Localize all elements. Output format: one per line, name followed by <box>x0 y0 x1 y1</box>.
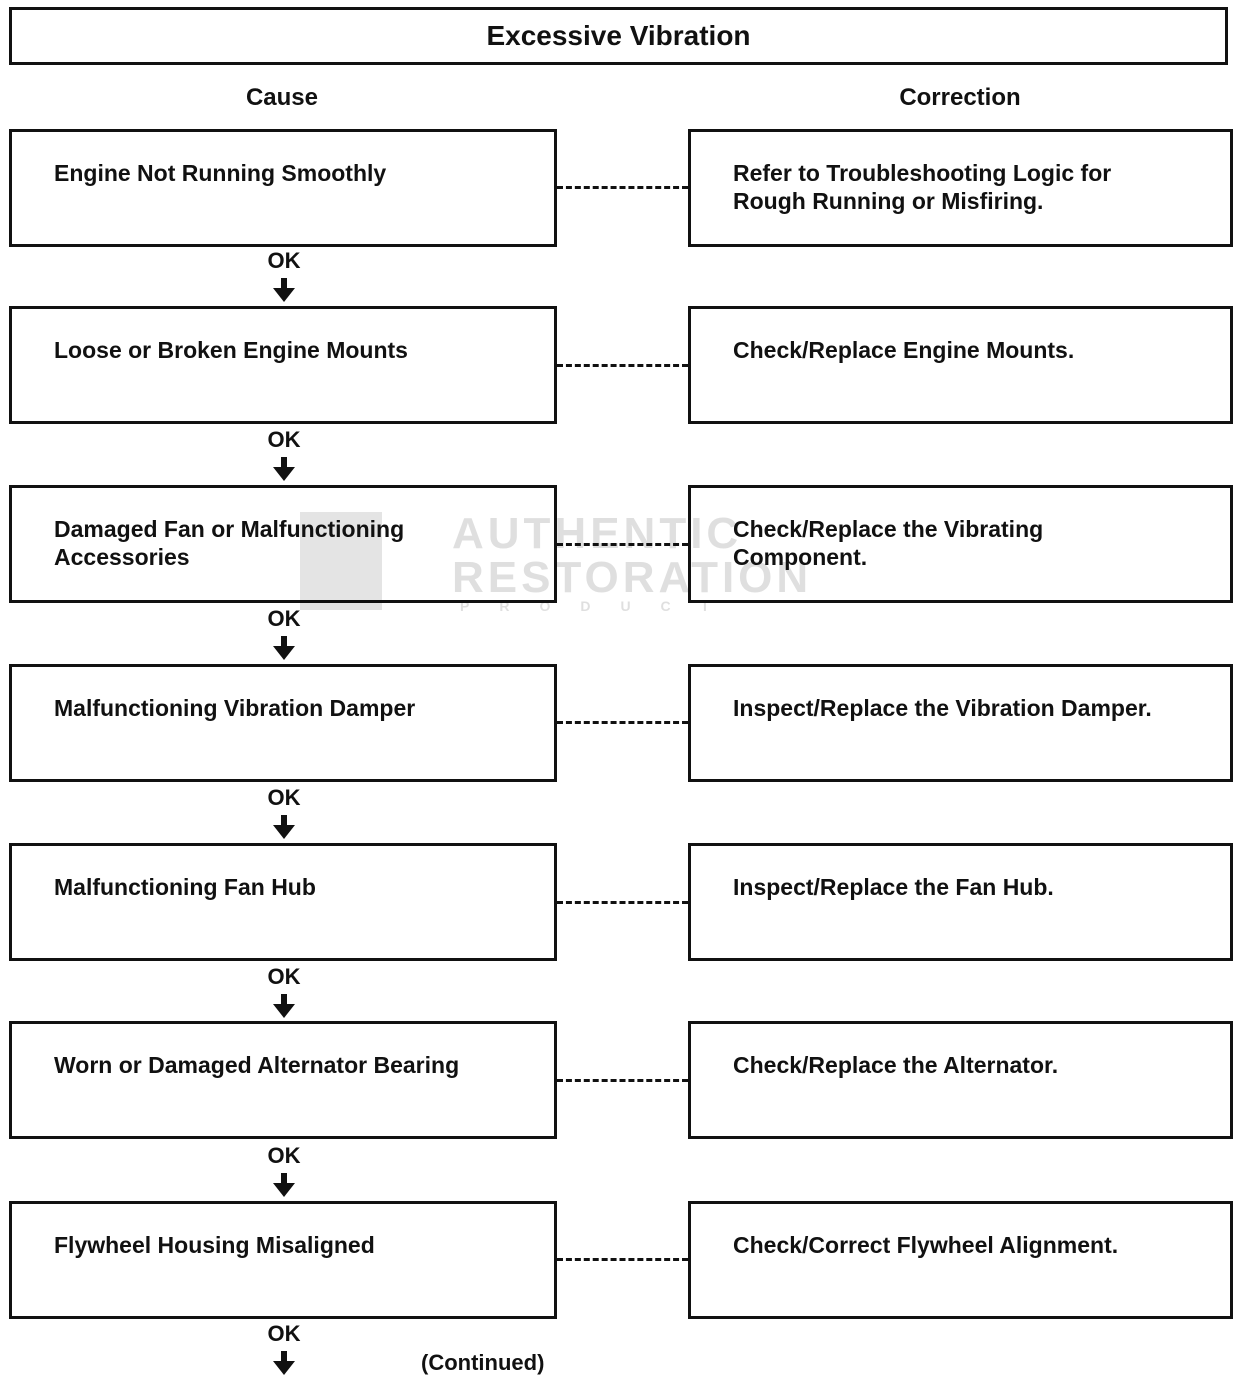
diagram-title: Excessive Vibration <box>9 7 1228 65</box>
connector-line-4 <box>557 721 688 724</box>
connector-line-5 <box>557 901 688 904</box>
cause-box-3: Damaged Fan or Malfunctioning Accessorie… <box>9 485 557 603</box>
cause-box-2: Loose or Broken Engine Mounts <box>9 306 557 424</box>
cause-box-6: Worn or Damaged Alternator Bearing <box>9 1021 557 1139</box>
correction-box-5: Inspect/Replace the Fan Hub. <box>688 843 1233 961</box>
connector-line-3 <box>557 543 688 546</box>
connector-line-1 <box>557 186 688 189</box>
down-arrow-icon <box>273 457 295 481</box>
down-arrow-icon <box>273 636 295 660</box>
correction-box-3: Check/Replace the Vibrating Component. <box>688 485 1233 603</box>
correction-box-6: Check/Replace the Alternator. <box>688 1021 1233 1139</box>
connector-line-7 <box>557 1258 688 1261</box>
ok-label-4: OK <box>267 785 301 810</box>
cause-column-header: Cause <box>245 84 319 111</box>
correction-column-header: Correction <box>899 84 1021 111</box>
correction-box-4: Inspect/Replace the Vibration Damper. <box>688 664 1233 782</box>
ok-label-1: OK <box>267 248 301 273</box>
down-arrow-icon <box>273 1351 295 1375</box>
correction-box-1: Refer to Troubleshooting Logic for Rough… <box>688 129 1233 247</box>
down-arrow-icon <box>273 994 295 1018</box>
ok-label-7: OK <box>267 1321 301 1346</box>
cause-box-1: Engine Not Running Smoothly <box>9 129 557 247</box>
down-arrow-icon <box>273 815 295 839</box>
connector-line-2 <box>557 364 688 367</box>
ok-label-3: OK <box>267 606 301 631</box>
down-arrow-icon <box>273 278 295 302</box>
ok-label-2: OK <box>267 427 301 452</box>
connector-line-6 <box>557 1079 688 1082</box>
continued-label: (Continued) <box>421 1350 545 1375</box>
cause-box-7: Flywheel Housing Misaligned <box>9 1201 557 1319</box>
ok-label-5: OK <box>267 964 301 989</box>
ok-label-6: OK <box>267 1143 301 1168</box>
cause-box-5: Malfunctioning Fan Hub <box>9 843 557 961</box>
cause-box-4: Malfunctioning Vibration Damper <box>9 664 557 782</box>
down-arrow-icon <box>273 1173 295 1197</box>
correction-box-2: Check/Replace Engine Mounts. <box>688 306 1233 424</box>
correction-box-7: Check/Correct Flywheel Alignment. <box>688 1201 1233 1319</box>
